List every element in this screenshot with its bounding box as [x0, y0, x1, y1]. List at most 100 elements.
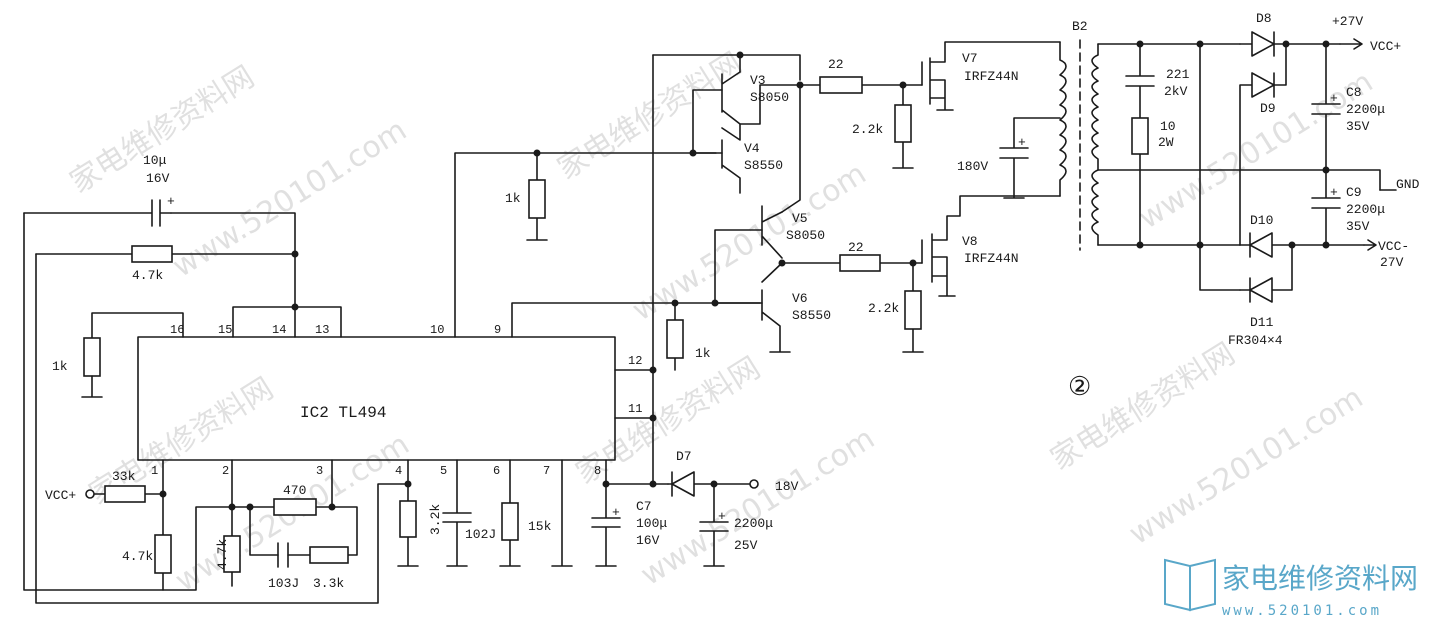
- resistor-input: [104, 485, 146, 503]
- wire: [499, 459, 521, 567]
- wire: [739, 84, 801, 125]
- junction: [291, 303, 299, 311]
- terminal: [85, 489, 95, 499]
- diode-d10: [1239, 232, 1365, 258]
- r-g2-label: 22: [848, 240, 864, 255]
- r-33k-label: 3.3k: [313, 576, 344, 591]
- snubber: [1125, 43, 1155, 246]
- resistor-10: [1131, 117, 1149, 155]
- transistor-v3-v4: [721, 71, 741, 194]
- wire: [35, 253, 409, 604]
- resistor-pin4: [399, 500, 417, 538]
- pin-number: 7: [543, 464, 550, 478]
- ground: [81, 375, 103, 398]
- diode-d8: [1239, 31, 1341, 57]
- book-logo-icon: [1164, 558, 1216, 612]
- vcc-minus-label: VCC-: [1378, 239, 1409, 254]
- pin-number: 6: [493, 464, 500, 478]
- c-102j-label: 102J: [465, 527, 496, 542]
- capacitor-feedback: [23, 199, 172, 227]
- pin-number: 16: [170, 323, 184, 337]
- r-pin16-label: 1k: [52, 359, 68, 374]
- wire: [454, 152, 717, 338]
- mosfet-v7: [921, 41, 1061, 111]
- junction: [649, 366, 657, 374]
- ic-body: [137, 336, 616, 461]
- r-pin9-label: 1k: [695, 346, 711, 361]
- c-221-label: 221: [1166, 67, 1190, 82]
- r-pin2-label: 4.7k: [215, 539, 230, 570]
- v8-label: V8: [962, 234, 978, 249]
- diode-type-label: FR304×4: [1228, 333, 1283, 348]
- v-plus-label: +27V: [1332, 14, 1363, 29]
- c7-volt: 16V: [636, 533, 660, 548]
- r-pin4-label: 3.2k: [428, 504, 443, 535]
- junction: [228, 503, 236, 511]
- c-221-volt: 2kV: [1164, 84, 1188, 99]
- arrow-out: [1339, 38, 1363, 50]
- ic-label: IC2 TL494: [300, 404, 386, 422]
- d10-label: D10: [1250, 213, 1273, 228]
- wire: [781, 84, 801, 213]
- resistor-pin6: [501, 502, 519, 541]
- diode-d11: [1239, 244, 1293, 303]
- resistor-3-3k: [309, 546, 349, 564]
- junction: [602, 480, 610, 488]
- c9-volt: 35V: [1346, 219, 1370, 234]
- c8-volt: 35V: [1346, 119, 1370, 134]
- junction: [736, 51, 744, 59]
- terminal: [749, 479, 759, 489]
- wire: [902, 262, 924, 353]
- v7-label: V7: [962, 51, 978, 66]
- gnd-label: GND: [1396, 177, 1420, 192]
- c7-label: C7: [636, 499, 652, 514]
- d11-label: D11: [1250, 315, 1274, 330]
- vcc-in-label: VCC+: [45, 488, 76, 503]
- wire: [91, 312, 184, 339]
- wire: [23, 212, 233, 591]
- d9-label: D9: [1260, 101, 1276, 116]
- transformer-secondary: [1091, 43, 1099, 246]
- arrow-out: [1363, 239, 1377, 251]
- resistor-pin16: [83, 337, 101, 377]
- c8-value: 2200μ: [1346, 102, 1385, 117]
- pin-number: 12: [628, 354, 642, 368]
- pin-number: 4: [395, 464, 402, 478]
- capacitor-103j: [277, 542, 289, 568]
- r-in-label: 33k: [112, 469, 136, 484]
- polarity-plus: +: [167, 194, 175, 209]
- pin-number: 1: [151, 464, 158, 478]
- wire: [526, 152, 548, 241]
- c-fb-value: 10μ: [143, 153, 167, 168]
- resistor-gate-1: [819, 76, 863, 94]
- pin-number: 14: [272, 323, 286, 337]
- b2-label: B2: [1072, 19, 1088, 34]
- c8-label: C8: [1346, 85, 1362, 100]
- resistor-pin10: [528, 179, 546, 219]
- r-fb-label: 4.7k: [132, 268, 163, 283]
- capacitor-102j: [442, 459, 472, 567]
- r-g1-label: 22: [828, 57, 844, 72]
- wire: [249, 506, 358, 556]
- polarity-plus: +: [1330, 185, 1338, 200]
- r-pin6-label: 15k: [528, 519, 552, 534]
- cap-180v-label: 180V: [957, 159, 988, 174]
- v8-type: IRFZ44N: [964, 251, 1019, 266]
- resistor-feedback: [131, 245, 173, 263]
- d8-label: D8: [1256, 11, 1272, 26]
- in-18v-label: 18V: [775, 479, 799, 494]
- c-2200-volt: 25V: [734, 538, 758, 553]
- vcc-plus-label: VCC+: [1370, 39, 1401, 54]
- r-470-label: 470: [283, 483, 306, 498]
- pin-number: 9: [494, 323, 501, 337]
- r-10-power: 2W: [1158, 135, 1174, 150]
- d7-label: D7: [676, 449, 692, 464]
- resistor-pin9: [666, 319, 684, 359]
- wire: [1097, 43, 1381, 246]
- resistor-pin1: [154, 534, 172, 574]
- pin-number: 2: [222, 464, 229, 478]
- c-103j-label: 103J: [268, 576, 299, 591]
- v4-type: S8550: [744, 158, 783, 173]
- v7-type: IRFZ44N: [964, 69, 1019, 84]
